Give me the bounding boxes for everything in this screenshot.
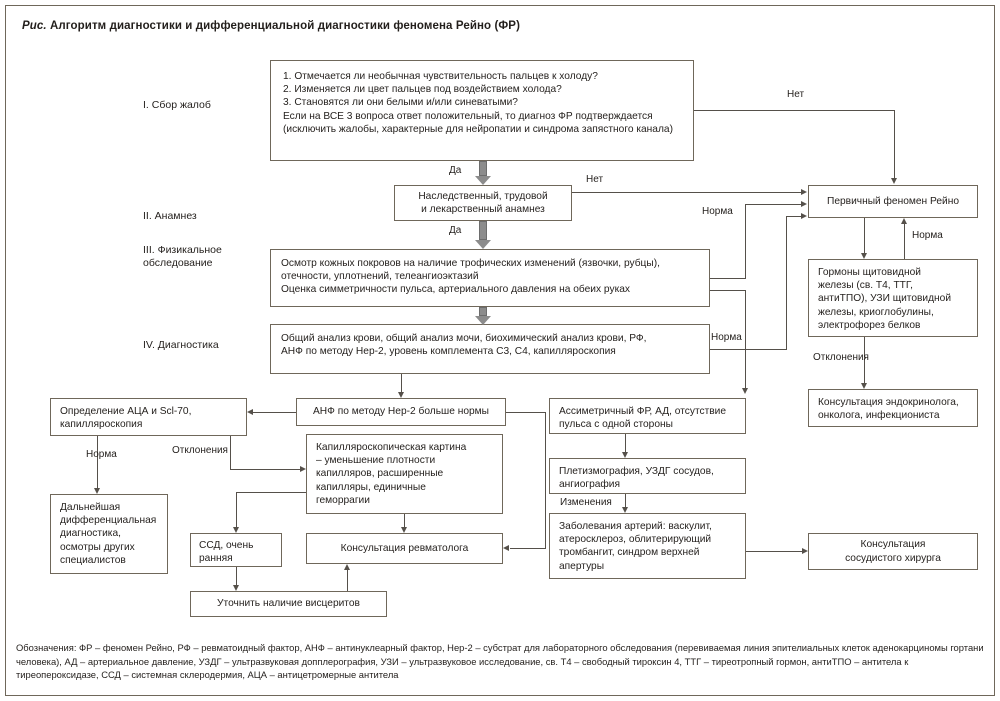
arrowhead-primary-to-thyroid [860, 253, 867, 259]
line-anf-to-aca [253, 412, 296, 413]
line-physical-to-asym-h [710, 290, 746, 291]
line-lab-norma-h2 [786, 216, 801, 217]
line-thyroid-to-endocrinologist [864, 337, 865, 383]
arrowhead-lab-to-anf [397, 392, 404, 398]
node-visceritis-check: Уточнить наличие висцеритов [190, 591, 387, 617]
arrowhead-lab-norma [801, 212, 807, 219]
node-aca-scl70: Определение АЦА и Scl-70, капилляроскопи… [50, 398, 247, 436]
edge-label-no-2: Нет [586, 174, 604, 185]
node-anf-above-norm: АНФ по методу Нер-2 больше нормы [296, 398, 506, 426]
line-lab-to-anf [401, 374, 402, 392]
page-title: Рис. Алгоритм диагностики и дифференциал… [22, 20, 520, 32]
line-complaints-no-h [694, 110, 895, 111]
line-asym-to-plethys [625, 434, 626, 452]
line-aca-norma-v [97, 436, 98, 488]
arrowhead-visceritis-to-rheum [343, 564, 350, 570]
line-artery-to-surgeon [746, 551, 802, 552]
node-vascular-surgeon-consult: Консультация сосудистого хирурга [808, 533, 978, 570]
line-capillaro-to-rheum [404, 514, 405, 527]
arrowhead-physical-to-asym [741, 388, 748, 394]
arrowhead-thyroid-to-primary [900, 218, 907, 224]
arrowhead-ssd-to-visceritis [232, 585, 239, 591]
arrowhead-physical-norma [801, 200, 807, 207]
line-lab-norma-h1 [710, 349, 787, 350]
edge-label-no-1: Нет [787, 89, 805, 100]
line-physical-norma-v [745, 204, 746, 279]
node-anamnesis: Наследственный, трудовой и лекарственный… [394, 185, 572, 221]
line-aca-dev-v [230, 436, 231, 469]
edge-label-deviations-aca: Отклонения [172, 445, 228, 456]
edge-label-deviations-thyroid: Отклонения [813, 352, 869, 363]
line-capillaro-to-ssd-h [236, 492, 306, 493]
arrowhead-anf-to-rheum [503, 545, 509, 551]
edge-label-norma-physical: Норма [702, 206, 733, 217]
edge-label-norma-lab: Норма [711, 332, 742, 343]
node-endocrinologist-consult: Консультация эндокринолога, онколога, ин… [808, 389, 978, 427]
line-lab-norma-v [786, 216, 787, 350]
edge-label-yes-1: Да [449, 165, 462, 176]
line-primary-to-thyroid [864, 218, 865, 253]
node-complaints: 1. Отмечается ли необычная чувствительно… [270, 60, 694, 161]
edge-label-norma-thyroid: Норма [912, 230, 943, 241]
line-visceritis-to-rheum [347, 570, 348, 591]
edge-label-changes: Изменения [560, 497, 612, 508]
line-physical-norma-h2 [745, 204, 801, 205]
footer-divider [6, 632, 994, 633]
line-anf-to-rheum-h2 [510, 548, 546, 549]
arrowhead-thyroid-to-endocrinologist [860, 383, 867, 389]
node-rheumatologist-consult: Консультация ревматолога [306, 533, 503, 564]
arrowhead-aca-dev [300, 465, 306, 472]
line-anf-to-rheum-h1 [506, 412, 546, 413]
fat-arrow-complaints-to-anamnesis [475, 161, 491, 185]
legend-footer: Обозначения: ФР – феномен Рейно, РФ – ре… [16, 642, 984, 681]
arrowhead-complaints-no [890, 178, 897, 184]
title-text: Алгоритм диагностики и дифференциальной … [49, 20, 521, 32]
node-plethysmography: Плетизмография, УЗДГ сосудов, ангиографи… [549, 458, 746, 494]
fat-arrow-physical-to-lab [475, 307, 491, 325]
title-prefix: Рис. [22, 20, 47, 32]
edge-label-yes-2: Да [449, 225, 462, 236]
edge-label-norma-aca: Норма [86, 449, 117, 460]
line-ssd-to-visceritis [236, 567, 237, 585]
node-further-differential: Дальнейшая дифференциальная диагностика,… [50, 494, 168, 574]
node-capillaroscopy-picture: Капилляроскопическая картина – уменьшени… [306, 434, 503, 514]
arrowhead-capillaro-to-ssd [232, 527, 239, 533]
line-complaints-no-v [894, 110, 895, 178]
line-capillaro-to-ssd-v [236, 492, 237, 527]
node-artery-disease: Заболевания артерий: васкулит, атероскле… [549, 513, 746, 579]
line-anf-to-rheum-v [545, 412, 546, 549]
arrowhead-anamnesis-no [801, 188, 807, 195]
line-aca-dev-h [230, 469, 300, 470]
node-ssd-very-early: ССД, очень ранняя [190, 533, 282, 567]
node-lab-tests: Общий анализ крови, общий анализ мочи, б… [270, 324, 710, 374]
line-physical-norma-h1 [710, 278, 746, 279]
stage-label-3: III. Физикальное обследование [143, 244, 222, 269]
line-thyroid-to-primary [904, 224, 905, 259]
node-physical-exam: Осмотр кожных покровов на наличие трофич… [270, 249, 710, 307]
node-thyroid-tests: Гормоны щитовидной железы (св. Т4, ТТГ, … [808, 259, 978, 337]
fat-arrow-anamnesis-to-physical [475, 221, 491, 249]
stage-label-4: IV. Диагностика [143, 339, 219, 351]
arrowhead-plethys-to-artery [621, 507, 628, 513]
arrowhead-capillaro-to-rheum [400, 527, 407, 533]
line-anamnesis-no-h [572, 192, 801, 193]
line-physical-to-asym-v [745, 290, 746, 388]
arrowhead-artery-to-surgeon [802, 547, 808, 554]
line-plethys-to-artery [625, 494, 626, 507]
arrowhead-asym-to-plethys [621, 452, 628, 458]
arrowhead-aca-norma [93, 488, 100, 494]
node-asymmetric-raynaud: Ассиметричный ФР, АД, отсутствие пульса … [549, 398, 746, 434]
arrowhead-anf-to-aca [247, 408, 253, 415]
stage-label-2: II. Анамнез [143, 210, 197, 222]
stage-label-1: I. Сбор жалоб [143, 99, 211, 111]
node-primary-raynaud: Первичный феномен Рейно [808, 185, 978, 218]
